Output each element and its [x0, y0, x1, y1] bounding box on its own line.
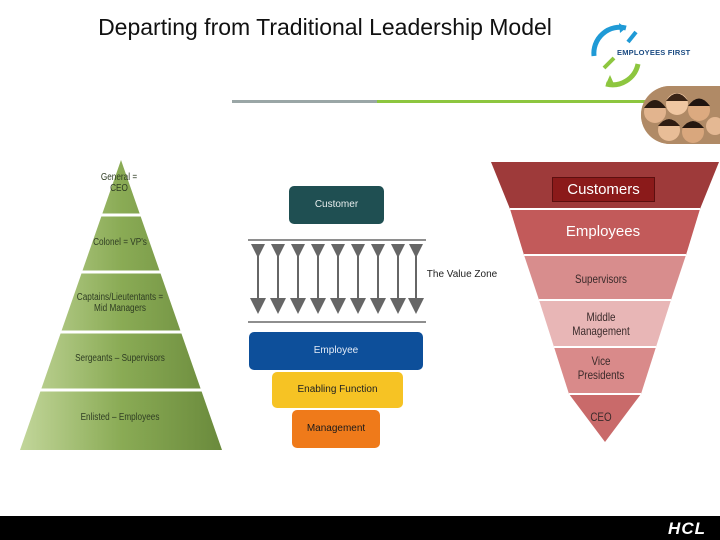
- pyramid-level-mid-managers: Captains/Lieutentants = Mid Managers: [76, 292, 164, 314]
- inverted-level-employees: Employees: [565, 223, 641, 240]
- hcl-logo: HCL: [668, 519, 706, 538]
- logo-text: EMPLOYEES FIRST: [617, 48, 691, 57]
- team-photo-image: [641, 86, 720, 144]
- pyramid-level-ceo: General = CEO: [100, 172, 138, 194]
- value-zone-arrows: [250, 244, 424, 314]
- title-divider-grey: [232, 100, 377, 103]
- management-box: Management: [292, 410, 380, 448]
- inverted-level-ceo: CEO: [590, 410, 612, 424]
- title-divider-green: [377, 100, 720, 103]
- pyramid-level-supervisors: Sergeants – Supervisors: [75, 353, 165, 364]
- customer-box: Customer: [289, 186, 384, 224]
- traditional-pyramid: [20, 160, 222, 450]
- footer-bar: HCL: [0, 516, 720, 540]
- pyramid-level-employees: Enlisted – Employees: [80, 412, 160, 423]
- inverted-level-middle-management: Middle Management: [572, 310, 630, 338]
- inverted-pyramid: [491, 162, 719, 442]
- inverted-level-vice-presidents: Vice Presidents: [577, 354, 625, 382]
- value-zone-label: The Value Zone: [426, 269, 498, 280]
- employee-box: Employee: [249, 332, 423, 370]
- inverted-level-customers: Customers: [552, 177, 655, 202]
- value-zone-top-line: [248, 239, 426, 241]
- inverted-level-supervisors: Supervisors: [575, 272, 627, 286]
- employees-first-logo-icon: [591, 23, 641, 88]
- enabling-function-box: Enabling Function: [272, 372, 403, 408]
- page-title: Departing from Traditional Leadership Mo…: [98, 14, 552, 40]
- value-zone-bottom-line: [248, 321, 426, 323]
- pyramid-level-vps: Colonel = VP's: [93, 237, 147, 248]
